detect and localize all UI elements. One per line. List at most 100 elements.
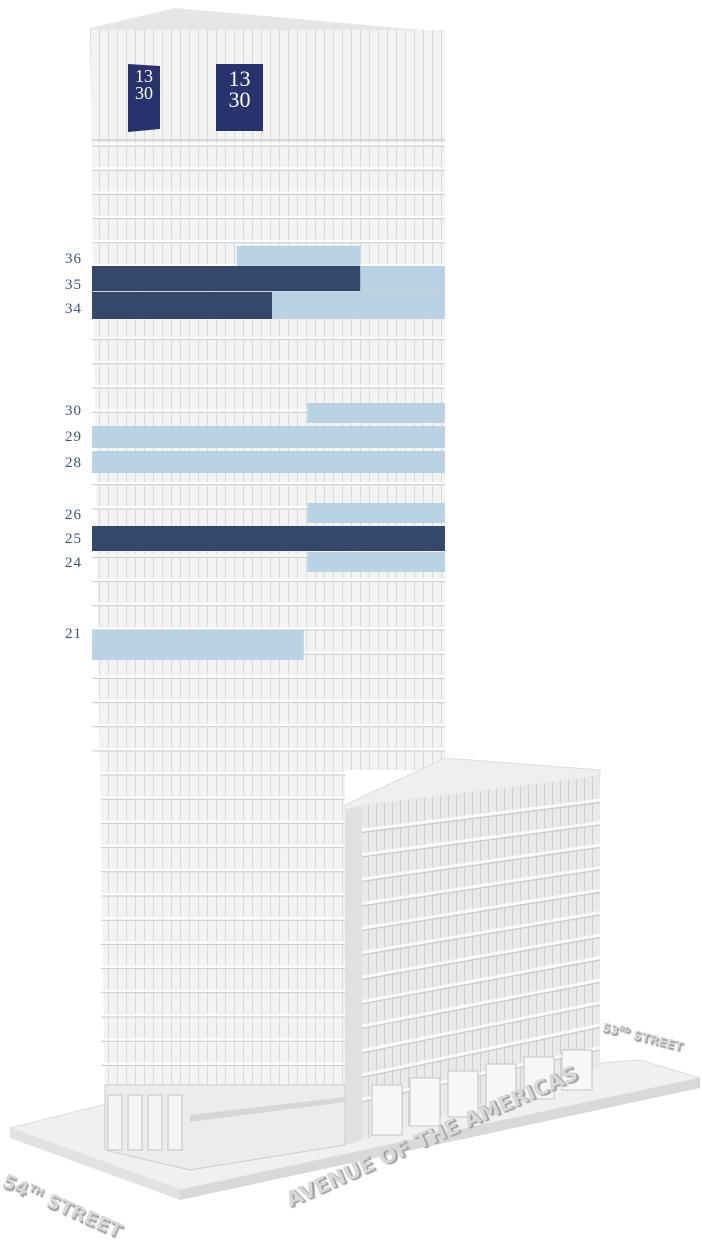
logo-right-top: 13 (228, 66, 251, 91)
floor-bands (92, 246, 445, 660)
storefront-window (561, 1049, 593, 1091)
podium-shadow (361, 914, 601, 956)
floor-slab (92, 239, 445, 243)
storefront-columns (107, 1049, 593, 1151)
storefront-window (447, 1070, 479, 1118)
logo-panel-left (128, 64, 160, 132)
podium-slab (361, 821, 601, 856)
podium-shadow (361, 869, 601, 907)
floor-band-30-available (307, 403, 445, 423)
podium-slab (361, 1001, 601, 1052)
logo-panel-right (216, 64, 263, 131)
floor-slab (101, 1014, 345, 1017)
floor-slab (92, 215, 445, 219)
floor-slab (92, 506, 445, 509)
floor-slab (101, 1038, 345, 1042)
storefront-window (409, 1077, 441, 1127)
floor-slab (101, 893, 345, 896)
street-53-suffix: RD (618, 1024, 632, 1035)
floor-band-34-leased (92, 292, 273, 319)
podium-shadow (361, 937, 601, 980)
floor-label-35: 35 (65, 277, 82, 293)
podium-floor-lines (361, 798, 601, 1103)
floor-label-26: 26 (65, 507, 82, 523)
floor-slab (101, 965, 345, 969)
podium-shadow (361, 1027, 601, 1078)
logo-left-top: 13 (135, 66, 153, 86)
floor-slab (101, 989, 345, 993)
floor-label-21: 21 (65, 626, 82, 642)
floor-slab (92, 409, 445, 413)
storefront-window (485, 1063, 517, 1109)
podium-shadow (361, 982, 601, 1029)
floor-band-21-available (92, 630, 304, 660)
floor-band-25-leased (92, 526, 445, 551)
tower-face (90, 30, 445, 770)
logo-right-bottom: 30 (228, 87, 251, 112)
tower-roof (90, 8, 445, 36)
floor-slab (92, 167, 445, 171)
floor-slab (101, 917, 345, 921)
plinth-edge (10, 1128, 180, 1200)
floor-band-36-available (236, 246, 361, 266)
podium-slab (361, 843, 601, 881)
storefront-window (127, 1094, 143, 1151)
floor-label-34: 34 (65, 301, 82, 317)
floor-slab (92, 675, 445, 679)
podium-slab (361, 1023, 601, 1077)
floor-slab (92, 385, 445, 388)
podium-roof (344, 757, 601, 811)
floor-slab (101, 1062, 345, 1066)
storefront-window (371, 1084, 403, 1136)
podium-slab (361, 888, 601, 930)
floor-slab (92, 602, 445, 606)
floor-slab (101, 772, 345, 775)
floor-band-35-available (360, 266, 445, 291)
lower-floor-lines (101, 772, 345, 1066)
floor-slab (92, 578, 445, 582)
storefront-window (107, 1094, 123, 1151)
podium-shadow (361, 824, 601, 858)
floor-slab (92, 748, 445, 751)
podium-shadow (361, 802, 601, 833)
floor-band-28-available (92, 451, 445, 473)
logo-left-bottom: 30 (135, 83, 153, 103)
floor-band-29-available (92, 426, 445, 448)
floor-slab (92, 699, 445, 703)
storefront-window (167, 1094, 183, 1151)
floor-band-24-available (307, 552, 445, 572)
floor-band-35-leased (92, 266, 361, 291)
podium-slab (361, 866, 601, 905)
floor-slab (101, 796, 345, 800)
podium-slab (361, 933, 601, 979)
floor-slab (92, 481, 445, 485)
floor-slab (92, 360, 445, 364)
storefront-window (523, 1056, 555, 1100)
floor-label-25: 25 (65, 531, 82, 547)
floor-slab (92, 554, 445, 558)
floor-label-36: 36 (65, 251, 82, 267)
podium-shadow (361, 959, 601, 1005)
logo-left-text: 13 30 (128, 66, 160, 103)
street-54-suffix: TH (27, 1182, 46, 1199)
floor-slab (101, 941, 345, 945)
floor-band-34-available (272, 292, 445, 319)
floor-slab (101, 844, 345, 848)
tower-canopy (190, 1097, 345, 1122)
floor-label-29: 29 (65, 429, 82, 445)
floor-slab (92, 723, 445, 727)
tower-lower-face (100, 770, 345, 1110)
floor-slab (92, 143, 445, 146)
floor-slab (92, 191, 445, 195)
logo-right-text: 13 30 (216, 66, 263, 112)
plinth-edge-front (180, 1078, 700, 1200)
podium-slab (361, 978, 601, 1028)
floor-slab (101, 868, 345, 872)
podium-slab (361, 911, 601, 954)
podium-slab (361, 798, 601, 832)
podium-shadow (361, 892, 601, 931)
podium-side (345, 805, 362, 1145)
floor-slab (92, 627, 445, 630)
